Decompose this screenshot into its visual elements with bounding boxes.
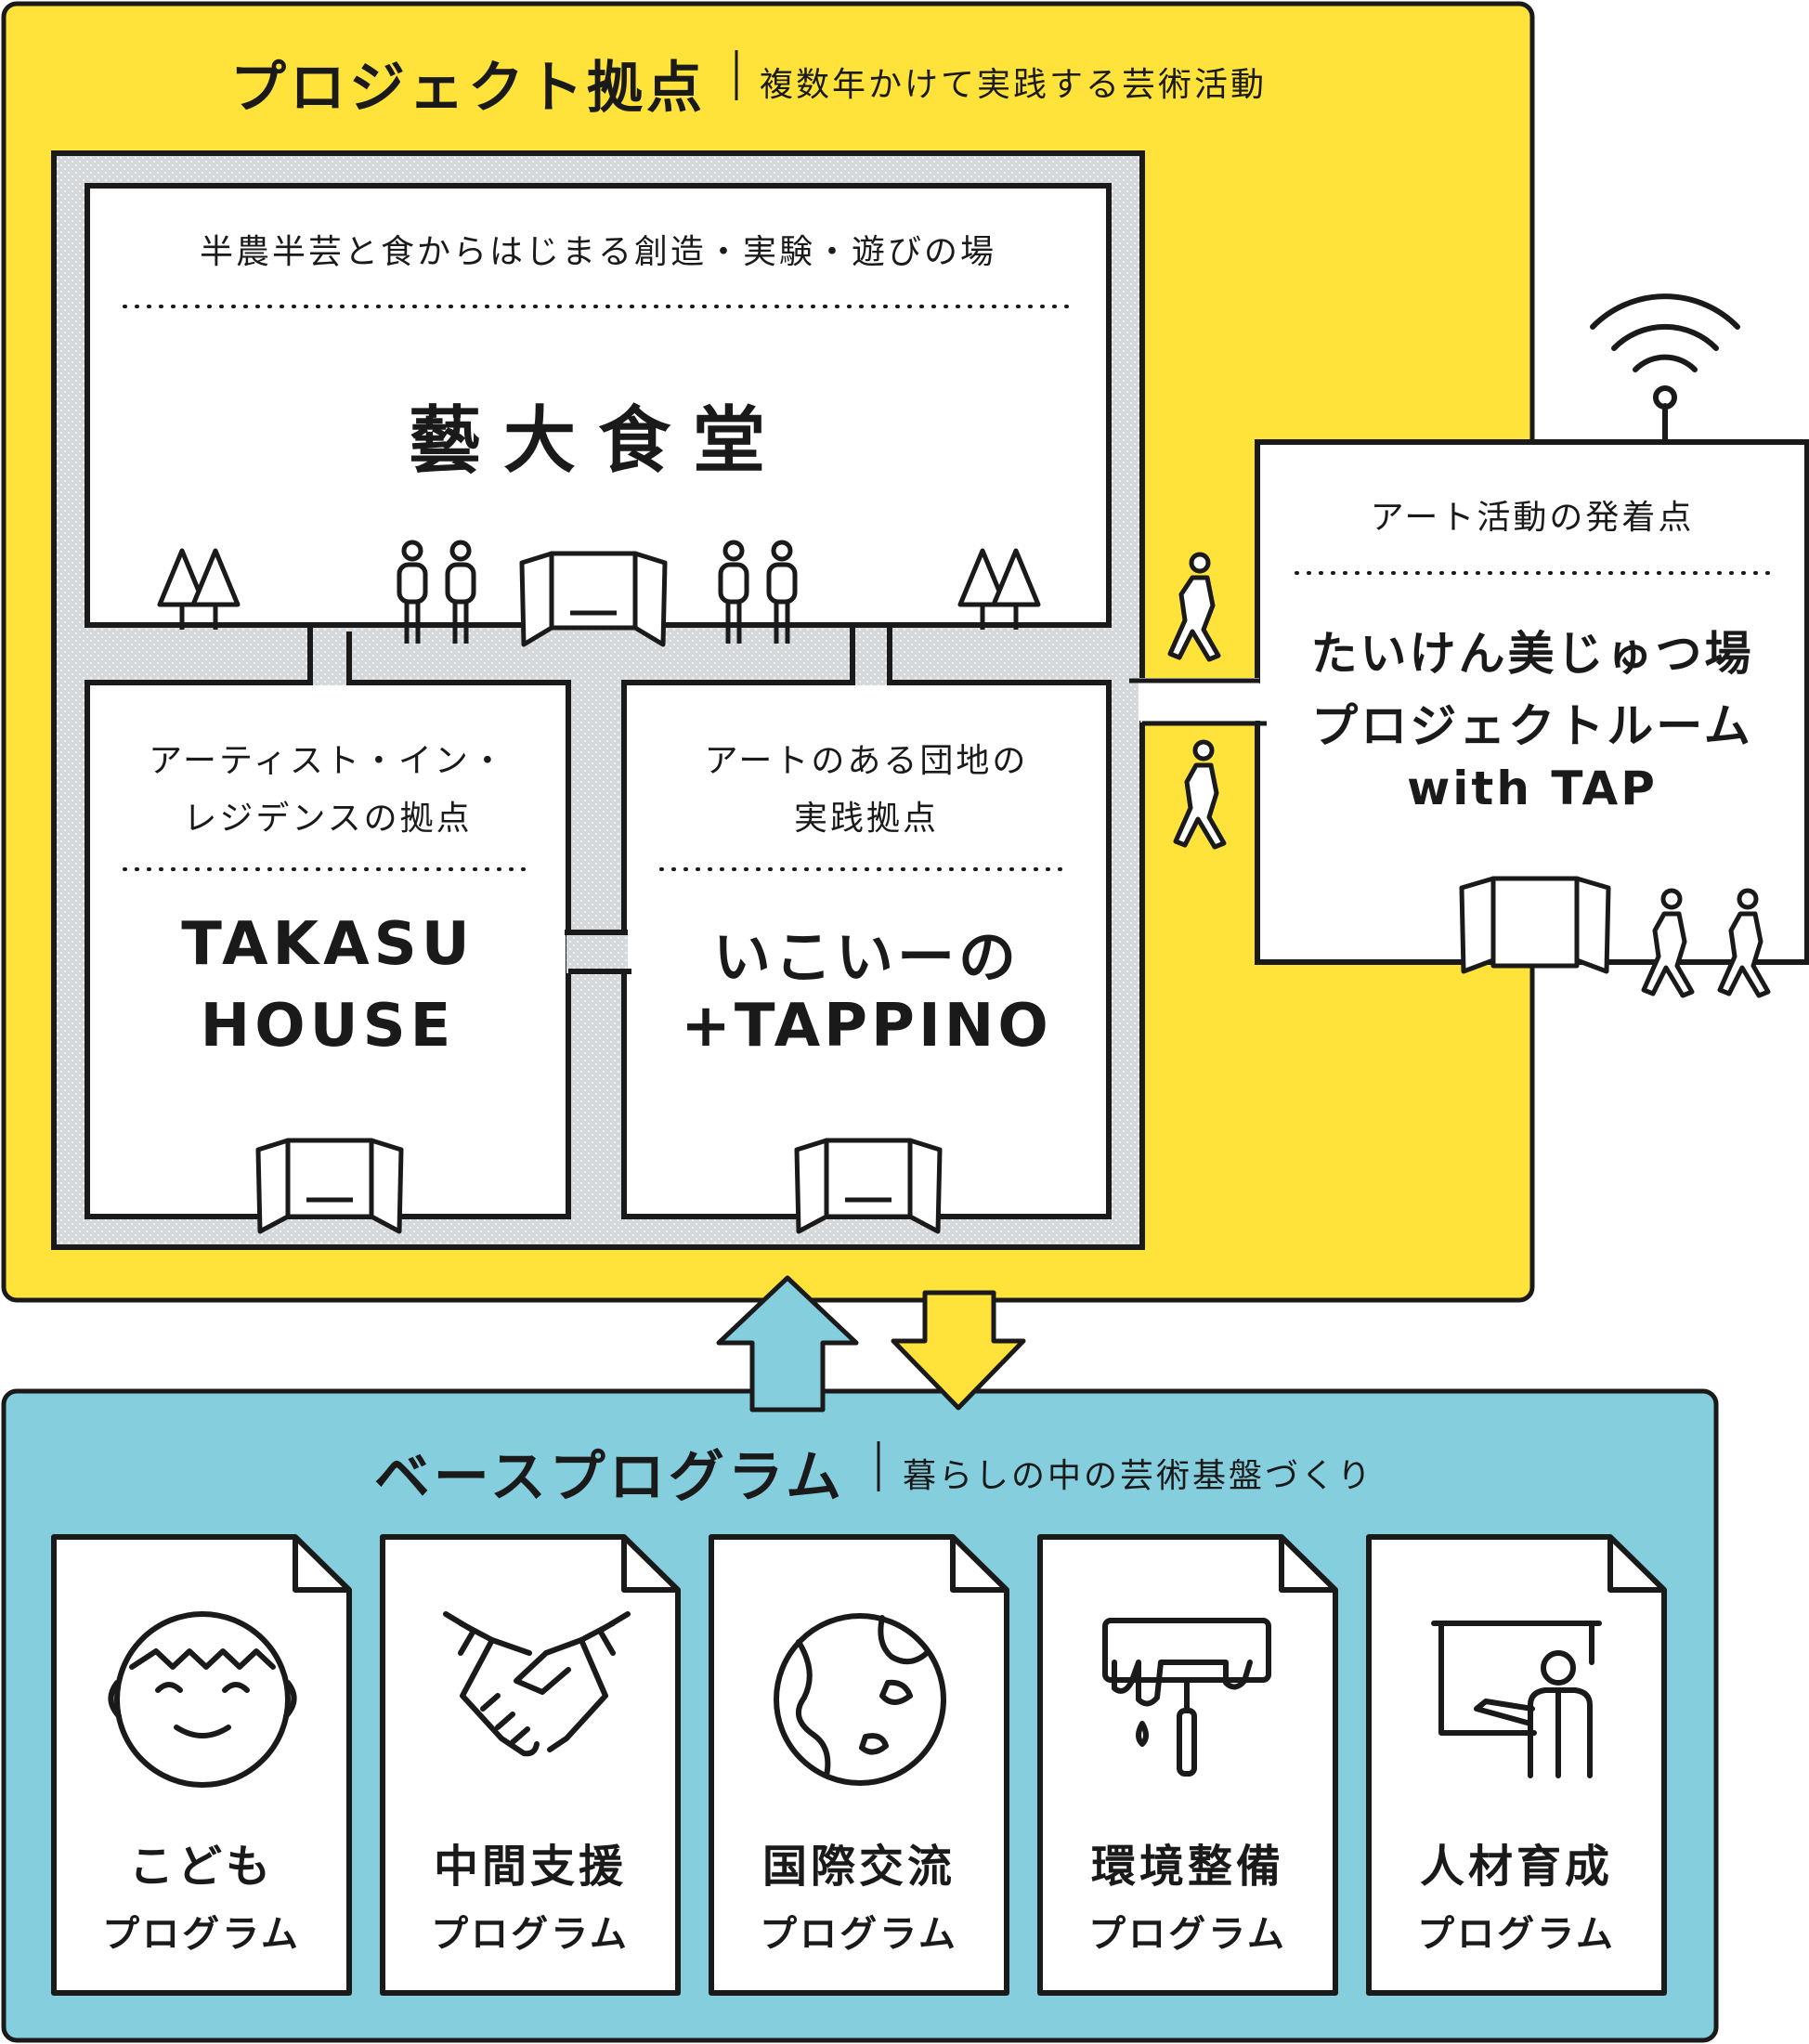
people-icon <box>718 540 798 644</box>
taiken-caption: アート活動の発着点 <box>1370 499 1695 537</box>
taiken-name-line3: with TAP <box>1407 762 1658 815</box>
program-sub-environment: プログラム <box>1088 1913 1287 1956</box>
program-sub-intermediary: プログラム <box>431 1913 630 1956</box>
takasu-caption-line1: アーティスト・イン・ <box>149 742 507 780</box>
handshake-icon <box>443 1611 631 1757</box>
program-name-international: 国際交流 <box>761 1841 956 1893</box>
geidai-caption: 半農半芸と食からはじまる創造・実験・遊びの場 <box>199 233 996 271</box>
door-icon <box>794 1138 943 1234</box>
ikoino-name-line1: いこいーの <box>712 923 1020 991</box>
people-icon <box>397 540 476 644</box>
tree-icon <box>957 548 1041 630</box>
arrow-down-icon <box>891 1290 1026 1411</box>
project-title: プロジェクト拠点 <box>230 56 706 121</box>
ikoino-caption-line2: 実践拠点 <box>793 800 939 838</box>
walking-person-icon <box>1641 888 1695 998</box>
door-icon <box>519 551 668 647</box>
takasu-caption-line2: レジデンスの拠点 <box>183 800 473 838</box>
program-sub-human-resources: プログラム <box>1417 1913 1616 1956</box>
base-subtitle: 暮らしの中の芸術基盤づくり <box>903 1457 1374 1495</box>
geidai-name: 藝大食堂 <box>408 399 787 483</box>
walking-person-icon <box>1167 552 1221 662</box>
presenter-icon <box>1431 1621 1602 1778</box>
takasu-name-line2: HOUSE <box>200 992 456 1061</box>
ikoino-name-line2: +TAPPINO <box>681 992 1052 1061</box>
takasu-name-line1: TAKASU <box>181 910 475 979</box>
project-subtitle: 複数年かけて実践する芸術活動 <box>760 66 1268 104</box>
taiken-name-line1: たいけん美じゅつ場 <box>1310 627 1754 681</box>
base-title: ベースプログラム <box>373 1445 845 1510</box>
walking-person-icon <box>1173 739 1227 850</box>
globe-icon <box>774 1613 946 1786</box>
walking-person-icon <box>1717 888 1771 998</box>
room-taiken <box>1255 439 1809 965</box>
program-sub-international: プログラム <box>760 1913 958 1956</box>
arrow-up-icon <box>716 1275 859 1413</box>
child-face-icon <box>108 1611 297 1788</box>
door-icon <box>255 1138 404 1234</box>
paint-roller-icon <box>1102 1618 1271 1777</box>
program-name-intermediary: 中間支援 <box>433 1841 627 1893</box>
wifi-antenna-icon <box>1590 293 1740 445</box>
ikoino-caption-line1: アートのある団地の <box>704 742 1029 780</box>
program-name-children: こども <box>128 1841 274 1893</box>
program-name-human-resources: 人材育成 <box>1419 1841 1613 1893</box>
door-icon <box>1459 876 1611 974</box>
tree-icon <box>157 548 241 630</box>
taiken-name-line2: プロジェクトルーム <box>1311 699 1753 753</box>
program-name-environment: 環境整備 <box>1090 1841 1284 1893</box>
program-sub-children: プログラム <box>102 1913 301 1956</box>
